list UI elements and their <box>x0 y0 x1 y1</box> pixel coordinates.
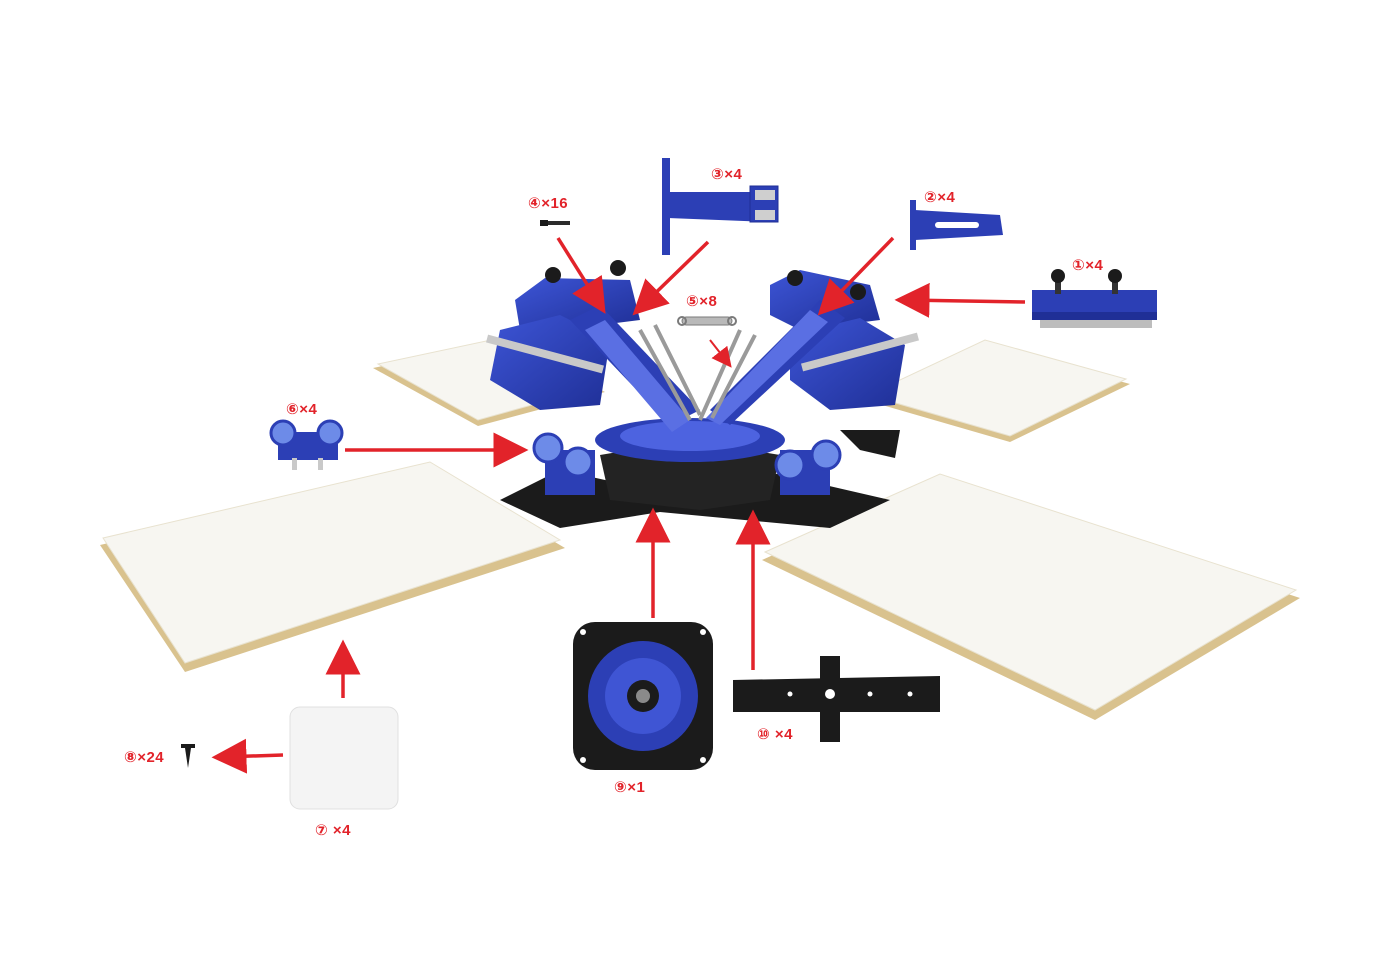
arrow-part-1 <box>905 300 1025 302</box>
part-8-screw <box>181 744 195 768</box>
label-part-3: ③×4 <box>711 167 742 182</box>
label-part-7: ⑦ ×4 <box>315 823 351 838</box>
print-head-right <box>706 270 919 425</box>
part-5-spring <box>678 317 736 325</box>
part-2-arm-bracket <box>910 200 1003 250</box>
label-part-6: ⑥×4 <box>286 402 317 417</box>
part-7-platen-board <box>290 707 398 809</box>
part-4-bolt <box>540 220 570 226</box>
platen-front-left <box>100 462 565 672</box>
label-part-8: ⑧×24 <box>124 750 164 765</box>
arrow-part-8 <box>222 755 283 757</box>
platen-back-right <box>865 340 1130 442</box>
label-part-9: ⑨×1 <box>614 780 645 795</box>
part-9-rotary-plate <box>573 622 713 770</box>
part-6-roller-bracket <box>271 421 342 470</box>
label-part-1: ①×4 <box>1072 258 1103 273</box>
label-part-5: ⑤×8 <box>686 294 717 309</box>
label-part-2: ②×4 <box>924 190 955 205</box>
label-part-10: ⑩ ×4 <box>757 727 793 742</box>
label-part-4: ④×16 <box>528 196 568 211</box>
arrow-part-5 <box>710 340 728 363</box>
part-1-screen-clamp <box>1032 269 1157 328</box>
